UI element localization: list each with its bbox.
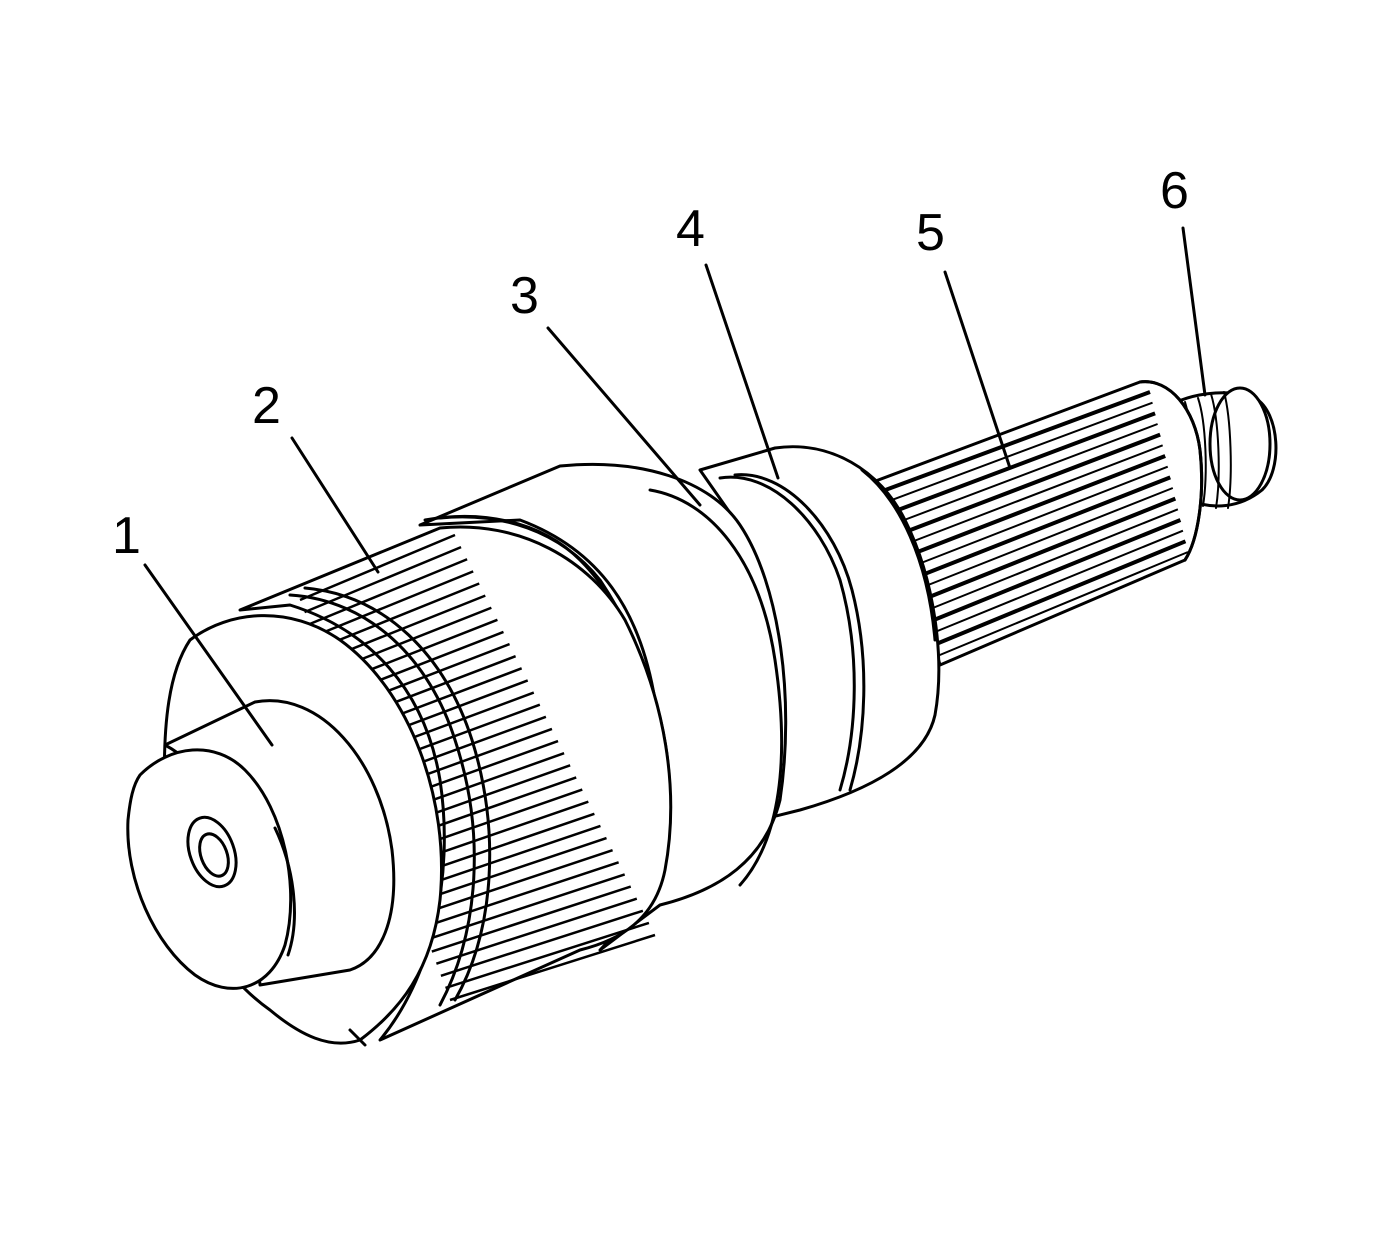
leader-4 xyxy=(704,263,780,480)
leader-3 xyxy=(546,326,702,507)
front-hub xyxy=(126,614,444,1047)
callout-6: 6 xyxy=(1160,162,1189,220)
leader-5 xyxy=(943,270,1012,470)
leader-6 xyxy=(1181,226,1207,397)
leader-2 xyxy=(290,436,380,574)
callout-labels: 1 2 3 4 5 6 xyxy=(112,162,1189,565)
callout-2: 2 xyxy=(252,377,281,435)
callout-5: 5 xyxy=(916,204,945,262)
leader-lines xyxy=(143,226,1207,747)
callout-1: 1 xyxy=(112,507,141,565)
leader-1 xyxy=(143,563,274,747)
rear-sleeve xyxy=(698,445,941,822)
callout-3: 3 xyxy=(510,267,539,325)
callout-4: 4 xyxy=(676,200,705,258)
